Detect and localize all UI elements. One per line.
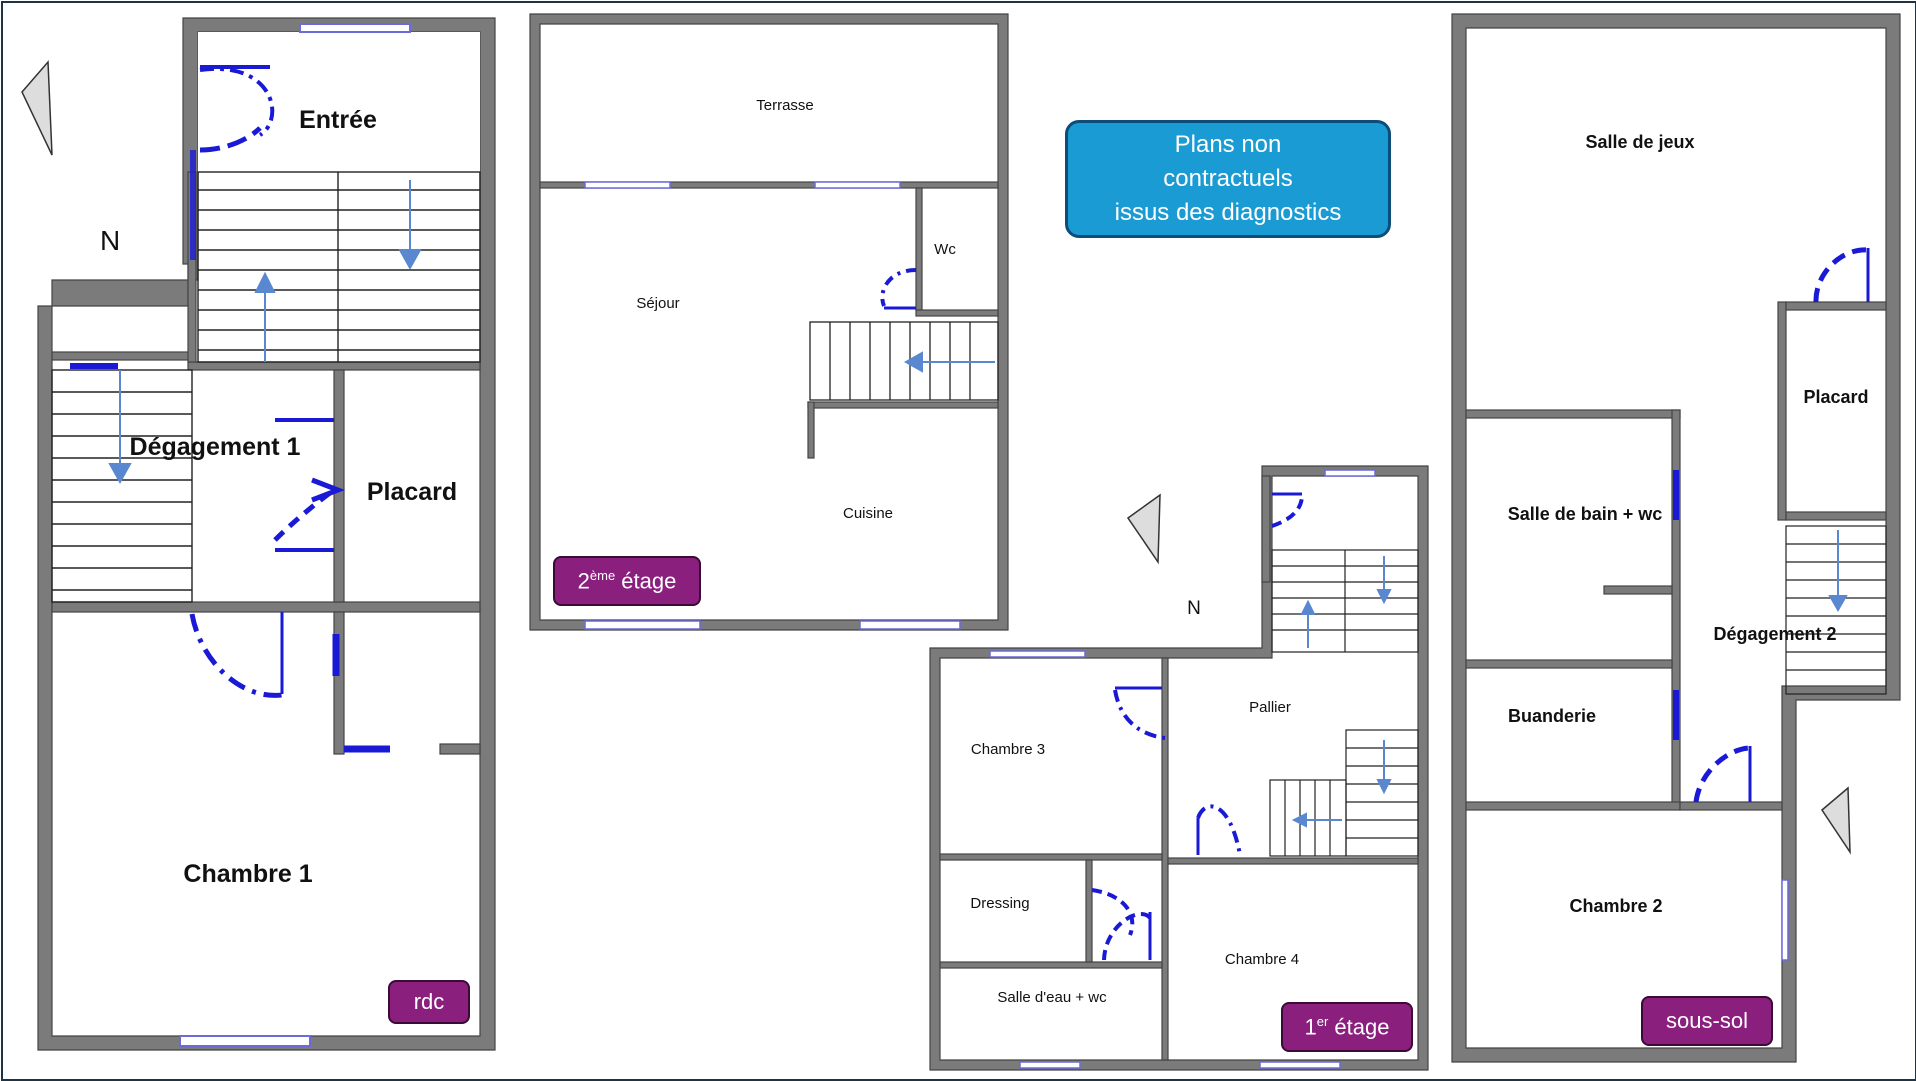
label-salle-de-jeux: Salle de jeux [1585, 132, 1694, 152]
label-degagement-1: Dégagement 1 [130, 433, 301, 461]
label-salle-eau: Salle d'eau + wc [997, 989, 1107, 1006]
disclaimer-note: Plans non contractuels issus des diagnos… [1065, 120, 1391, 238]
floor-tag-sous-sol-label: sous-sol [1666, 1008, 1748, 1033]
label-terrasse: Terrasse [756, 97, 814, 114]
compass-icon [1126, 493, 1161, 565]
label-pallier: Pallier [1249, 699, 1291, 716]
floor-tag-rdc-label: rdc [413, 989, 445, 1014]
floor-tag-sous-sol: sous-sol [1641, 996, 1773, 1046]
plan-2eme-etage [529, 13, 1009, 631]
floor-tag-2eme-etage: 2ème étage [553, 556, 701, 606]
label-placard-rdc: Placard [367, 478, 457, 506]
plan-sous-sol [1451, 13, 1901, 1063]
label-dressing: Dressing [970, 895, 1029, 912]
label-placard-sous-sol: Placard [1803, 387, 1868, 407]
label-sejour: Séjour [636, 295, 679, 312]
label-chambre-1: Chambre 1 [183, 860, 312, 888]
north-indicator: N [1187, 598, 1201, 619]
label-salle-de-bain: Salle de bain + wc [1508, 504, 1663, 524]
north-indicator: N [100, 225, 120, 256]
label-buanderie: Buanderie [1508, 706, 1596, 726]
label-chambre-4: Chambre 4 [1225, 951, 1299, 968]
floor-tag-1er-label: 1er étage [1304, 1013, 1390, 1040]
label-wc: Wc [934, 241, 956, 258]
label-cuisine: Cuisine [843, 505, 893, 522]
disclaimer-line-3: issus des diagnostics [1114, 199, 1342, 226]
compass-icon [1821, 786, 1851, 855]
label-chambre-3: Chambre 3 [971, 741, 1045, 758]
room-labels: Entrée N Dégagement 1 Placard Chambre 1 … [100, 97, 1869, 1006]
compass-icon [21, 60, 53, 156]
floor-tag-1er-etage: 1er étage [1281, 1002, 1413, 1052]
disclaimer-line-1: Plans non [1174, 131, 1282, 158]
label-chambre-2: Chambre 2 [1569, 896, 1662, 916]
label-degagement-2: Dégagement 2 [1713, 624, 1836, 644]
floor-tag-rdc: rdc [388, 980, 470, 1024]
label-entree: Entrée [299, 106, 377, 134]
plan-1er-etage [929, 465, 1429, 1071]
plan-rdc [21, 17, 496, 1051]
floor-tag-2eme-label: 2ème étage [577, 567, 677, 594]
disclaimer-line-2: contractuels [1163, 165, 1293, 192]
